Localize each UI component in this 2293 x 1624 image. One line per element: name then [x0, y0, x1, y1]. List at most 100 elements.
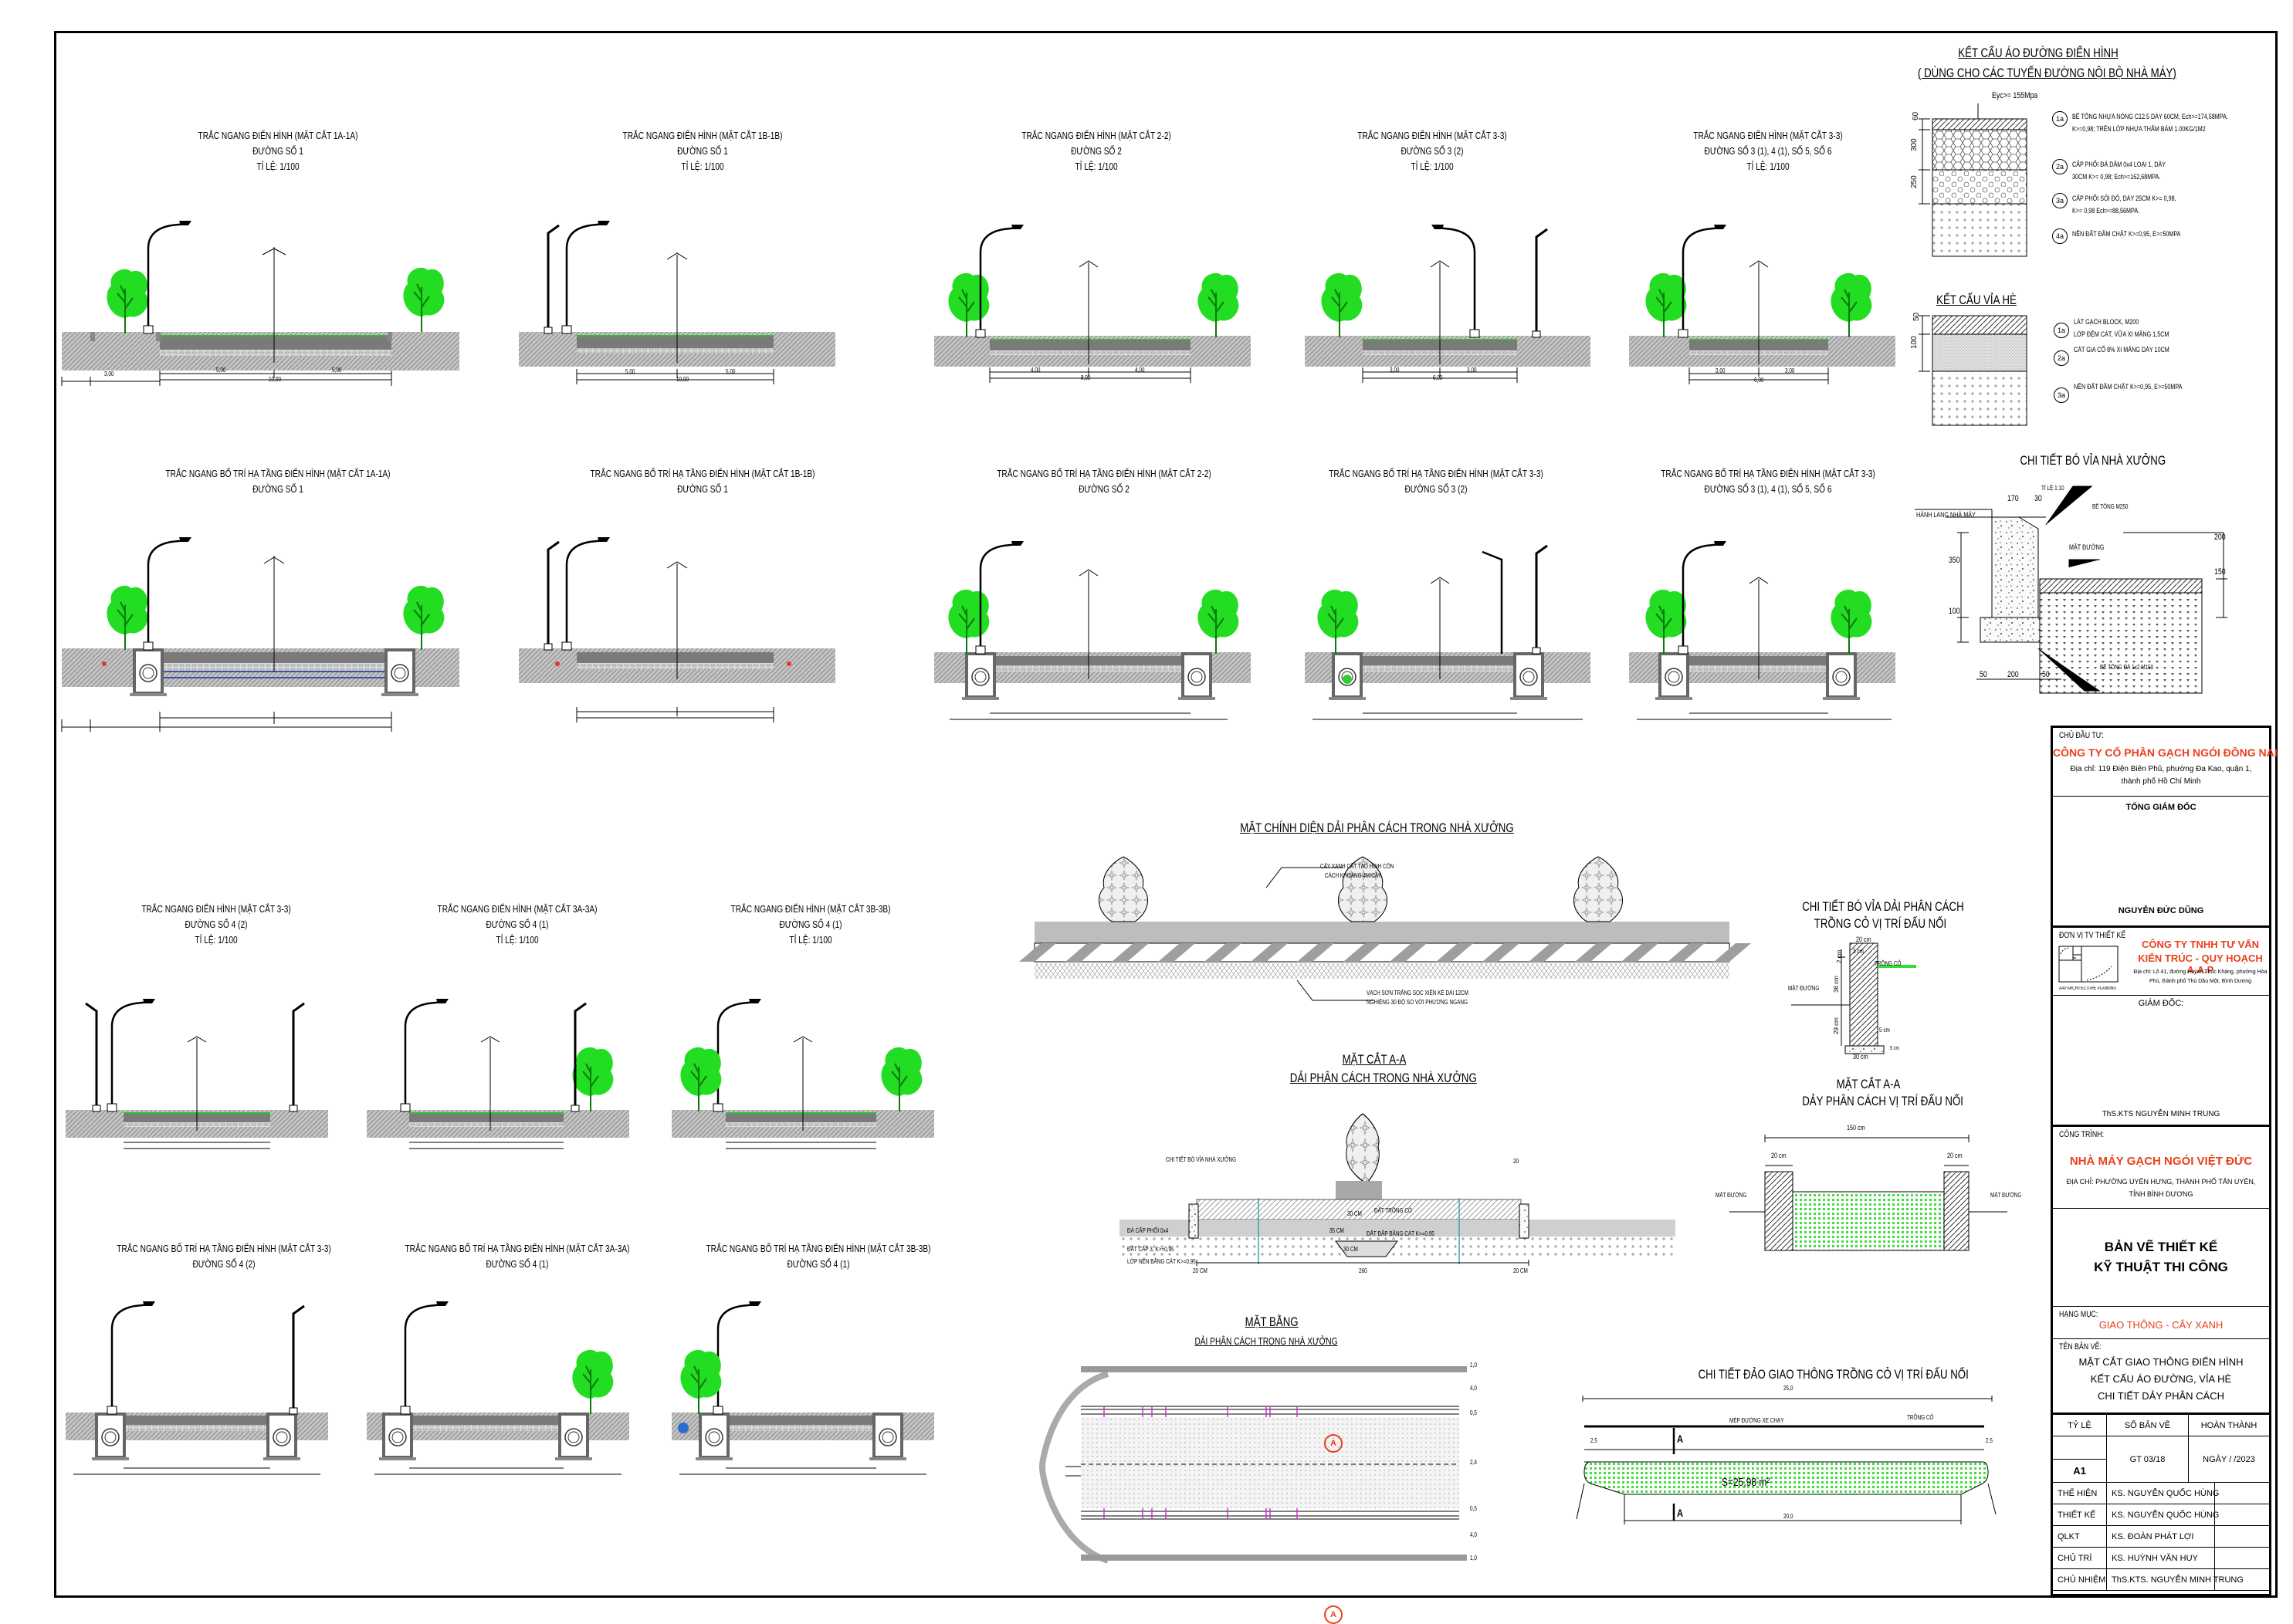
- paint-stripe: [1390, 943, 1427, 962]
- dim-label: 10,00: [269, 376, 282, 383]
- thickness-label: 100: [1910, 336, 1919, 349]
- manhole-icon: [960, 652, 1001, 702]
- median-connection-subtitle: DẢY PHÂN CÁCH VỊ TRÍ ĐẤU NỐI: [1802, 1094, 1963, 1108]
- callout-label: TRỒNG CỎ: [1875, 960, 1902, 967]
- section-road: ĐƯỜNG SỐ 2: [1079, 483, 1130, 495]
- paint-stripe: [1297, 943, 1334, 962]
- plan-drawing: [1081, 1366, 1467, 1561]
- category-label: HẠNG MỤC:: [2059, 1310, 2098, 1319]
- dim-label: 3,00: [1390, 367, 1400, 374]
- median-connection-title: MẶT CẮT A-A: [1836, 1077, 1901, 1091]
- dim-label: 4,0: [1470, 1531, 1477, 1538]
- designer-address-2: Phú, thành phố Thủ Dầu Một, Bình Dương: [2149, 979, 2252, 984]
- road4-infra-section-3a: [367, 1300, 629, 1475]
- sheet-header: SỐ BẢN VẼ: [2107, 1415, 2189, 1436]
- callout-label: ĐẤT ĐẮP BẰNG CÁT K>=0,95: [1367, 1230, 1434, 1237]
- section-scale: TỈ LỆ: 1/100: [195, 934, 238, 946]
- section-road: ĐƯỜNG SỐ 2: [1071, 145, 1122, 157]
- designer-label: ĐƠN VỊ TV THIẾT KẾ: [2059, 931, 2126, 940]
- dim-label: 3,00: [1467, 367, 1477, 374]
- staff-signature: [2215, 1504, 2269, 1526]
- curb-detail-drawing: [1915, 486, 2227, 694]
- section-scale: TỈ LỆ: 1/100: [496, 934, 539, 946]
- callout-label: BÊ TÔNG M250: [2092, 503, 2129, 510]
- dim-label: 5,00: [216, 367, 226, 374]
- designer-section: ĐƠN VỊ TV THIẾT KẾ AAP ARCHITECTURE PLAN…: [2053, 928, 2269, 996]
- road4-title-3a: TRẮC NGANG ĐIỂN HÌNH (MẶT CẮT 3A-3A) ĐƯỜ…: [427, 902, 608, 948]
- dim-label: 2 cm: [1836, 949, 1843, 963]
- callout-label: MẶT ĐƯỜNG: [1716, 1192, 1747, 1199]
- infra-section-2: [934, 540, 1251, 720]
- staff-name: KS. ĐOÀN PHÁT LỢI: [2107, 1526, 2215, 1548]
- layer-description-2: K>= 0,98 Ech>=88,56MPA.: [2072, 207, 2140, 215]
- drawing-name-1: MẶT CẮT GIAO THÔNG ĐIỂN HÌNH: [2078, 1356, 2244, 1368]
- staff-role: THIẾT KẾ: [2053, 1504, 2107, 1526]
- thickness-label: 60: [1912, 111, 1920, 120]
- manhole-icon: [1177, 652, 1217, 702]
- paint-stripe: [1343, 943, 1380, 962]
- project-label: CÔNG TRÌNH:: [2059, 1130, 2105, 1139]
- manhole-icon: [1509, 652, 1549, 702]
- tree-icon: [1316, 588, 1360, 655]
- section-road: ĐƯỜNG SỐ 3 (2): [1401, 145, 1464, 157]
- section-marker-a-bottom: A: [1324, 1605, 1343, 1624]
- callout-label: MÉP ĐƯỜNG XE CHẠY: [1729, 1417, 1784, 1424]
- load-label: Eyc>= 155Mpa: [1992, 91, 2038, 100]
- infra-section-3-2: [1305, 544, 1590, 720]
- paint-stripe: [1158, 943, 1195, 962]
- dim-label: 5,00: [625, 368, 635, 375]
- section-road: ĐƯỜNG SỐ 4 (1): [486, 1258, 549, 1270]
- manhole-icon: [694, 1413, 734, 1462]
- dim-label: 4,0: [1470, 1385, 1477, 1392]
- section-scale: TỈ LỆ: 1/100: [1746, 161, 1790, 172]
- section-title-text: TRẮC NGANG ĐIỂN HÌNH (MẶT CẮT 3A-3A): [437, 903, 598, 915]
- layer-description-2: K>=0,98; TRÊN LỚP NHỰA THẤM BÁM 1.00KG/1…: [2072, 125, 2206, 133]
- category-section: HẠNG MỤC: GIAO THÔNG - CÂY XANH: [2053, 1307, 2269, 1339]
- infra-section-1b: [519, 536, 835, 722]
- tree-icon: [402, 584, 445, 651]
- layer-description: NỀN ĐẤT ĐẦM CHẶT K>=0,95, E>=50MPA: [2074, 383, 2183, 391]
- drawing-name-3: CHI TIẾT DẢY PHÂN CÁCH: [2098, 1390, 2224, 1402]
- project-section: CÔNG TRÌNH: NHÀ MÁY GẠCH NGÓI VIỆT ĐỨC Đ…: [2053, 1127, 2269, 1209]
- section-title-text: TRẮC NGANG BỐ TRÍ HẠ TẦNG ĐIỂN HÌNH (MẶT…: [1661, 468, 1875, 479]
- drawing-name-section: TÊN BẢN VẼ: MẶT CẮT GIAO THÔNG ĐIỂN HÌNH…: [2053, 1339, 2269, 1415]
- layer-description: CẤP PHỐI ĐÁ DĂM 0x4 LOẠI 1, DÀY: [2072, 161, 2166, 168]
- infra-title-1b: TRẮC NGANG BỐ TRÍ HẠ TẦNG ĐIỂN HÌNH (MẶT…: [576, 466, 829, 497]
- section-road: ĐƯỜNG SỐ 3 (2): [1404, 483, 1468, 495]
- layer-tag: 2a: [2054, 350, 2069, 366]
- cross-section-3-1: [1629, 223, 1895, 384]
- cross-section-2: [934, 223, 1251, 383]
- infra-section-3-1: [1629, 540, 1895, 720]
- gd-label: TỔNG GIÁM ĐỐC: [2125, 803, 2196, 812]
- logo-caption: AAP ARCHITECTURE PLANNING: [2059, 986, 2117, 991]
- section-title-text: TRẮC NGANG ĐIỂN HÌNH (MẶT CẮT 2-2): [1021, 130, 1171, 141]
- paint-stripe: [1575, 943, 1612, 962]
- tree-icon: [106, 268, 149, 334]
- road4-section-3-3: [66, 997, 328, 1149]
- island-title: CHI TIẾT ĐẢO GIAO THÔNG TRỒNG CỎ VỊ TRÍ …: [1698, 1367, 1969, 1382]
- section-road: ĐƯỜNG SỐ 4 (1): [486, 919, 549, 930]
- infra-title-3-1: TRẮC NGANG BỐ TRÍ HẠ TẦNG ĐIỂN HÌNH (MẶT…: [1648, 466, 1888, 497]
- dim-label: 0,5: [1470, 1409, 1477, 1416]
- section-scale: TỈ LỆ: 1/100: [681, 161, 724, 172]
- dim-label: 30 CM: [1343, 1246, 1358, 1253]
- road4-title-3-3: TRẮC NGANG ĐIỂN HÌNH (MẶT CẮT 3-3) ĐƯỜNG…: [126, 902, 307, 948]
- stage-line-1: BẢN VẼ THIẾT KẾ: [2104, 1240, 2218, 1254]
- layer-tag: 4a: [2052, 228, 2068, 244]
- street-lamp-icon: [142, 219, 193, 335]
- sheet-info-grid: TỶ LỆ SỐ BẢN VẼ HOÀN THÀNH A1 GT 03/18 N…: [2053, 1415, 2274, 1483]
- pavement-subtitle: ( DÙNG CHO CÁC TUYẾN ĐƯỜNG NỘI BỘ NHÀ MÁ…: [1918, 66, 2176, 80]
- curb-grass-drawing: [1791, 942, 1916, 1054]
- staff-signature: [2215, 1548, 2269, 1569]
- dim-label: 200: [2214, 533, 2226, 542]
- staff-signature: [2215, 1526, 2269, 1548]
- tree-icon: [679, 1046, 723, 1112]
- section-road: ĐƯỜNG SỐ 4 (1): [779, 919, 842, 930]
- street-lamp-icon: [142, 536, 193, 651]
- tree-icon: [1830, 588, 1873, 655]
- callout-label: CÁCH KHOẢNG 4M/CÂY: [1325, 872, 1382, 879]
- dim-label: 36 cm: [1833, 976, 1840, 993]
- road4-section-3b: [672, 997, 934, 1149]
- section-title-text: TRẮC NGANG BỐ TRÍ HẠ TẦNG ĐIỂN HÌNH (MẶT…: [165, 468, 391, 479]
- section-road: ĐƯỜNG SỐ 1: [677, 483, 728, 495]
